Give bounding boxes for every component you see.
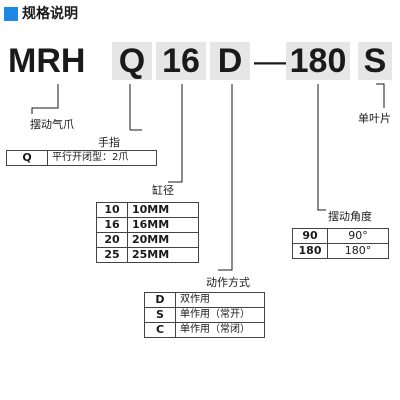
action-desc: 双作用 [175, 292, 265, 308]
line-blade [376, 83, 385, 108]
code-angle: 180 [289, 42, 347, 80]
bore-code: 20 [96, 232, 128, 248]
bore-desc: 25MM [127, 247, 199, 263]
angle-desc: 180° [327, 243, 389, 259]
angle-code: 90 [292, 228, 328, 244]
line-angle [317, 84, 326, 211]
table-row: 90 90° [292, 228, 389, 244]
action-code: S [144, 307, 176, 323]
code-type: Q [118, 42, 146, 80]
bore-desc: 20MM [127, 232, 199, 248]
code-action-box: D [210, 42, 250, 80]
line-action [218, 84, 233, 271]
code-dash: — [254, 42, 288, 80]
label-finger: 手指 [98, 136, 120, 149]
bore-desc: 10MM [127, 202, 199, 218]
bore-desc: 16MM [127, 217, 199, 233]
bore-code: 10 [96, 202, 128, 218]
table-row: 10 10MM [96, 202, 199, 218]
code-bore-box: 16 [156, 42, 206, 80]
code-blade-box: S [358, 42, 392, 80]
finger-code: Q [6, 150, 48, 166]
action-table: D 双作用 S 单作用（常开） C 单作用（常闭） [144, 292, 265, 338]
code-type-box: Q [112, 42, 152, 80]
action-desc: 单作用（常开） [175, 307, 265, 323]
table-row: 16 16MM [96, 217, 199, 233]
line-series [31, 84, 59, 114]
table-row: 20 20MM [96, 232, 199, 248]
code-angle-box: 180 [286, 42, 350, 80]
code-action: D [217, 42, 243, 80]
table-row: 25 25MM [96, 247, 199, 263]
table-row: C 单作用（常闭） [144, 322, 265, 338]
angle-desc: 90° [327, 228, 389, 244]
table-row: D 双作用 [144, 292, 265, 308]
bore-code: 16 [96, 217, 128, 233]
code-bore: 16 [162, 42, 200, 80]
code-blade: S [363, 42, 387, 80]
action-desc: 单作用（常闭） [175, 322, 265, 338]
label-angle: 摆动角度 [328, 210, 372, 223]
table-row: 180 180° [292, 243, 389, 259]
bore-table: 10 10MM 16 16MM 20 20MM 25 25MM [96, 202, 199, 263]
title-marker [4, 7, 18, 21]
code-series: MRH [8, 42, 86, 80]
action-code: D [144, 292, 176, 308]
table-row: Q 平行开闭型：2爪 [6, 150, 157, 166]
label-action: 动作方式 [206, 276, 250, 289]
angle-code: 180 [292, 243, 328, 259]
action-code: C [144, 322, 176, 338]
label-bore: 缸径 [152, 184, 174, 197]
page-title: 规格说明 [22, 6, 78, 22]
line-bore [168, 84, 183, 183]
finger-desc: 平行开闭型：2爪 [47, 150, 157, 166]
bore-code: 25 [96, 247, 128, 263]
angle-table: 90 90° 180 180° [292, 228, 389, 259]
finger-table: Q 平行开闭型：2爪 [6, 150, 157, 166]
label-blade: 单叶片 [358, 112, 391, 125]
label-swing-gripper: 摆动气爪 [30, 118, 74, 131]
table-row: S 单作用（常开） [144, 307, 265, 323]
